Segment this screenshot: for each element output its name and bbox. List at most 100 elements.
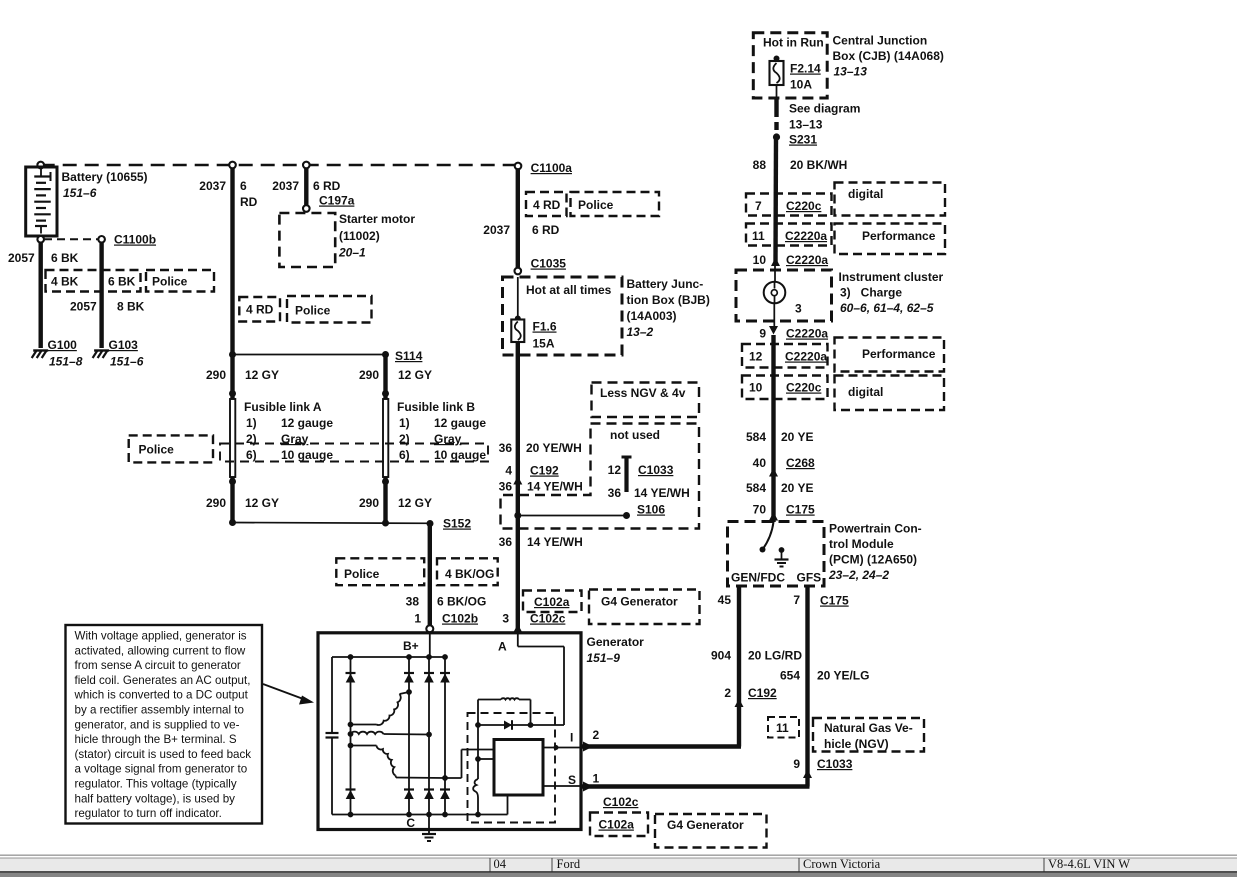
svg-text:S152: S152 <box>443 517 471 531</box>
svg-text:C102a: C102a <box>534 595 570 609</box>
svg-text:C192: C192 <box>748 686 777 700</box>
svg-text:04: 04 <box>494 857 507 871</box>
svg-text:C220c: C220c <box>786 199 822 213</box>
svg-text:7: 7 <box>755 199 762 213</box>
svg-text:(stator) circuit is used to fe: (stator) circuit is used to feed back <box>75 748 252 761</box>
svg-text:151–6: 151–6 <box>63 186 97 200</box>
svg-text:A: A <box>498 640 507 654</box>
svg-text:generator, and is supplied to: generator, and is supplied to ve- <box>75 718 240 731</box>
svg-text:not used: not used <box>610 428 660 442</box>
svg-text:C268: C268 <box>786 456 815 470</box>
svg-text:C175: C175 <box>820 594 849 608</box>
svg-text:584: 584 <box>746 430 766 444</box>
svg-text:hicle through the B+ terminal.: hicle through the B+ terminal. S <box>75 733 237 746</box>
svg-text:G4 Generator: G4 Generator <box>667 818 744 832</box>
svg-text:151–8: 151–8 <box>49 355 83 369</box>
svg-text:Hot at all times: Hot at all times <box>526 283 612 297</box>
svg-text:by a rectifier assembly intern: by a rectifier assembly internal to <box>75 704 244 717</box>
svg-text:G103: G103 <box>109 338 139 352</box>
svg-text:151–9: 151–9 <box>587 651 621 665</box>
svg-text:20–1: 20–1 <box>338 246 366 260</box>
svg-text:F1.6: F1.6 <box>533 320 557 334</box>
svg-text:14 YE/WH: 14 YE/WH <box>634 486 690 500</box>
svg-text:14 YE/WH: 14 YE/WH <box>527 535 583 549</box>
svg-text:15A: 15A <box>533 337 555 351</box>
svg-text:Central Junction: Central Junction <box>833 34 928 48</box>
svg-text:See diagram: See diagram <box>789 102 860 116</box>
svg-text:Powertrain Con-: Powertrain Con- <box>829 522 922 536</box>
svg-text:2037: 2037 <box>199 179 226 193</box>
svg-text:Natural Gas Ve-: Natural Gas Ve- <box>824 721 913 735</box>
svg-text:a voltage signal from generato: a voltage signal from generator to <box>75 763 248 776</box>
svg-text:3: 3 <box>795 302 802 316</box>
svg-text:2057: 2057 <box>70 300 97 314</box>
svg-text:9: 9 <box>759 327 766 341</box>
svg-text:With voltage applied, generato: With voltage applied, generator is <box>75 630 247 643</box>
svg-text:584: 584 <box>746 481 766 495</box>
svg-text:1: 1 <box>593 772 600 786</box>
svg-text:regulator to turn off indicato: regulator to turn off indicator. <box>75 807 222 820</box>
svg-text:Less NGV & 4v: Less NGV & 4v <box>600 386 686 400</box>
svg-text:Crown Victoria: Crown Victoria <box>803 857 881 871</box>
svg-text:2057: 2057 <box>8 251 35 265</box>
svg-text:2: 2 <box>724 686 731 700</box>
svg-text:RD: RD <box>240 195 258 209</box>
svg-text:tion Box (BJB): tion Box (BJB) <box>627 293 710 307</box>
svg-text:C1033: C1033 <box>817 757 853 771</box>
svg-text:C102c: C102c <box>603 795 639 809</box>
svg-text:S114: S114 <box>395 349 423 363</box>
svg-text:1): 1) <box>399 416 410 430</box>
svg-text:6: 6 <box>240 179 247 193</box>
svg-text:GFS: GFS <box>797 571 822 585</box>
svg-text:F2.14: F2.14 <box>790 62 821 76</box>
svg-text:Hot in Run: Hot in Run <box>763 36 824 50</box>
svg-text:field coil. Generates an AC ou: field coil. Generates an AC output, <box>75 674 251 687</box>
svg-text:Generator: Generator <box>587 635 645 649</box>
svg-text:3: 3 <box>502 612 509 626</box>
svg-text:12 GY: 12 GY <box>398 368 432 382</box>
svg-text:654: 654 <box>780 669 800 683</box>
svg-text:Gray: Gray <box>281 432 309 446</box>
svg-text:Police: Police <box>152 275 188 289</box>
svg-text:B+: B+ <box>403 639 419 653</box>
svg-text:C1033: C1033 <box>638 463 674 477</box>
svg-text:Police: Police <box>344 567 380 581</box>
svg-text:Police: Police <box>295 304 331 318</box>
svg-text:C102b: C102b <box>442 612 478 626</box>
svg-text:G4 Generator: G4 Generator <box>601 595 678 609</box>
svg-text:C2220a: C2220a <box>786 327 828 341</box>
svg-text:C1100a: C1100a <box>531 161 573 175</box>
svg-text:14 YE/WH: 14 YE/WH <box>527 480 583 494</box>
svg-text:hicle (NGV): hicle (NGV) <box>824 737 889 751</box>
svg-text:10: 10 <box>749 381 763 395</box>
svg-text:6 BK: 6 BK <box>108 275 136 289</box>
svg-text:12 gauge: 12 gauge <box>434 416 486 430</box>
svg-text:6): 6) <box>246 448 257 462</box>
svg-text:6 BK/OG: 6 BK/OG <box>437 595 486 609</box>
svg-text:(14A003): (14A003) <box>627 309 677 323</box>
svg-text:904: 904 <box>711 649 731 663</box>
svg-text:C: C <box>406 816 415 830</box>
svg-text:20 YE/WH: 20 YE/WH <box>526 441 582 455</box>
svg-text:8 BK: 8 BK <box>117 300 145 314</box>
svg-text:GEN/FDC: GEN/FDC <box>731 571 785 585</box>
svg-text:60–6, 61–4, 62–5: 60–6, 61–4, 62–5 <box>840 301 934 315</box>
svg-text:40: 40 <box>753 456 767 470</box>
svg-text:13–13: 13–13 <box>834 65 868 79</box>
svg-text:C175: C175 <box>786 503 815 517</box>
svg-text:2037: 2037 <box>272 179 299 193</box>
svg-text:290: 290 <box>359 368 379 382</box>
svg-text:20 BK/WH: 20 BK/WH <box>790 158 847 172</box>
svg-text:45: 45 <box>718 593 732 607</box>
svg-text:12 GY: 12 GY <box>398 496 432 510</box>
svg-text:6): 6) <box>399 448 410 462</box>
svg-text:6 RD: 6 RD <box>532 223 560 237</box>
svg-text:6 BK: 6 BK <box>51 251 79 265</box>
svg-text:I: I <box>570 731 573 745</box>
svg-text:10 gauge: 10 gauge <box>281 448 333 462</box>
svg-text:digital: digital <box>848 385 883 399</box>
svg-text:digital: digital <box>848 187 883 201</box>
svg-text:10A: 10A <box>790 78 812 92</box>
svg-text:2): 2) <box>399 432 410 446</box>
svg-text:12: 12 <box>608 463 622 477</box>
